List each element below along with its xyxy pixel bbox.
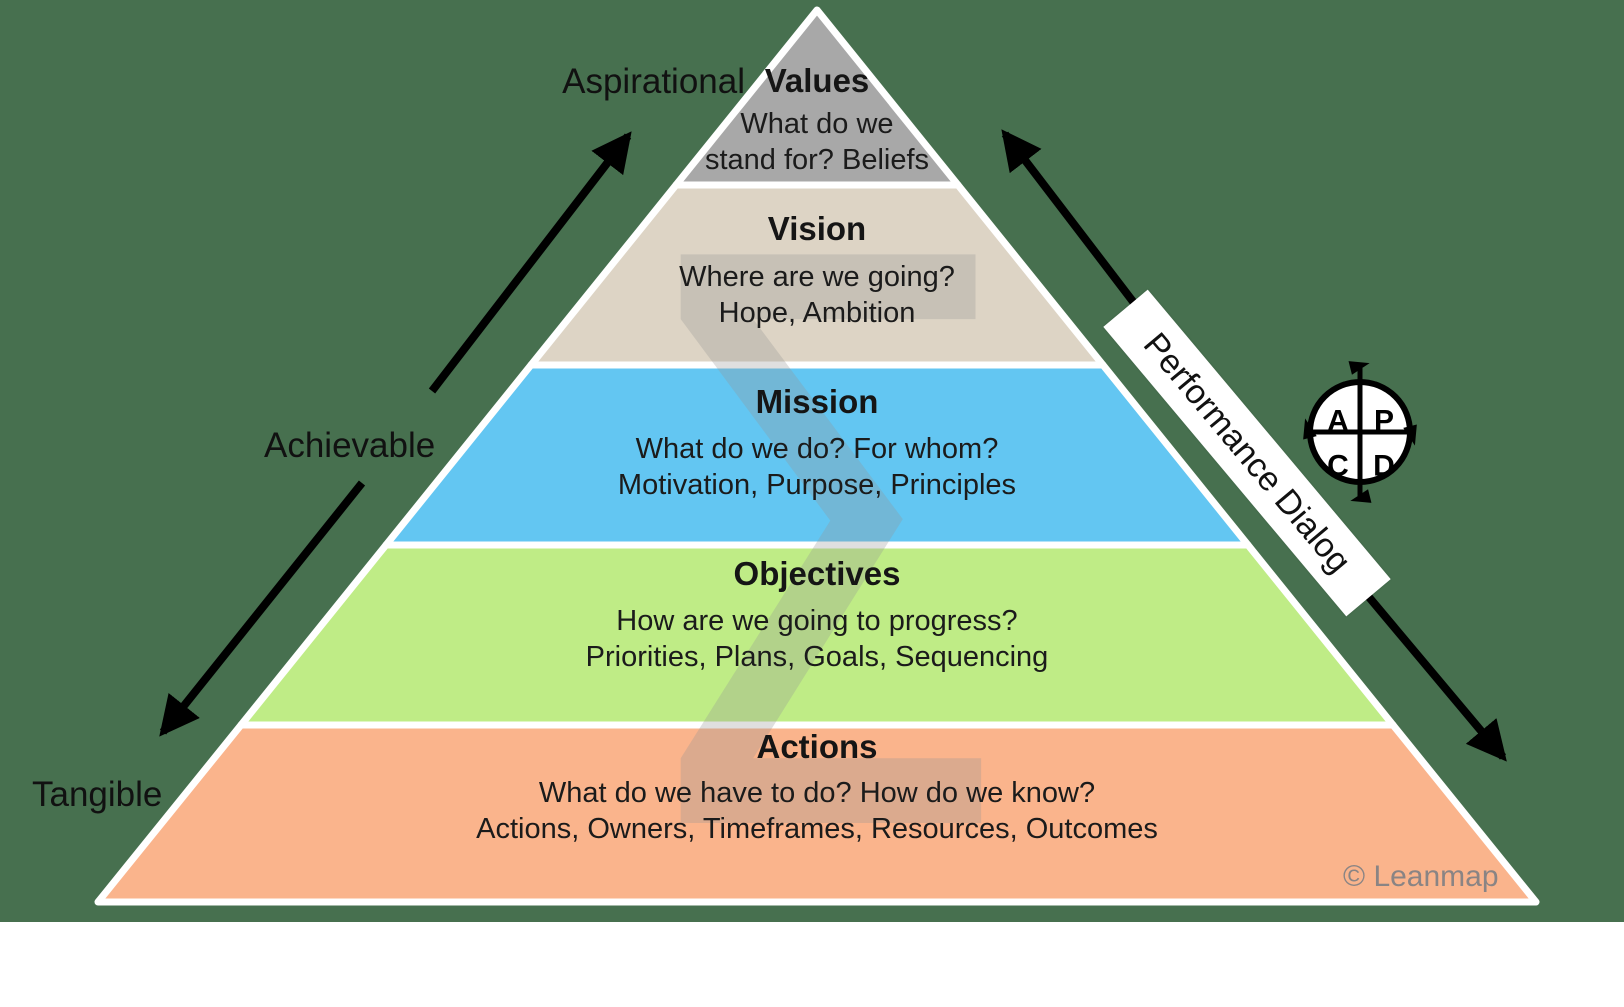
level-actions-shape: [94, 721, 1540, 906]
level-objectives-question: How are we going to progress?: [616, 605, 1018, 637]
level-vision-detail: Hope, Ambition: [718, 297, 916, 329]
pyramid-graphic: A P C D: [0, 0, 1624, 922]
level-values-title: Values: [764, 62, 870, 99]
pdca-letter-p: P: [1374, 405, 1394, 438]
side-label-tangible: Tangible: [32, 775, 163, 814]
level-mission-title: Mission: [755, 383, 879, 420]
level-values-body: What do we stand for? Beliefs: [705, 106, 929, 178]
pdca-arrowhead-left: [1303, 418, 1317, 440]
pdca-letter-a: A: [1327, 405, 1349, 438]
level-objectives-body: How are we going to progress? Priorities…: [586, 603, 1049, 675]
level-mission-question: What do we do? For whom?: [635, 433, 999, 465]
pdca-arrowhead-right: [1403, 424, 1417, 446]
level-actions-body: What do we have to do? How do we know? A…: [476, 775, 1158, 847]
level-values-detail: stand for? Beliefs: [704, 144, 930, 176]
pdca-letter-d: D: [1373, 450, 1395, 483]
pyramid-levels: [94, 6, 1540, 906]
strategy-pyramid-diagram: A P C D Σ Values What do we stand for? B…: [0, 0, 1624, 943]
level-mission-body: What do we do? For whom? Motivation, Pur…: [618, 431, 1016, 503]
side-label-aspirational: Aspirational: [562, 62, 745, 101]
level-actions-title: Actions: [756, 728, 878, 765]
pdca-cycle-icon: A P C D: [1303, 361, 1417, 503]
pdca-letter-c: C: [1327, 450, 1349, 483]
pdca-arrowhead-bottom: [1350, 489, 1372, 503]
level-actions-detail: Actions, Owners, Timeframes, Resources, …: [476, 813, 1158, 845]
level-actions-question: What do we have to do? How do we know?: [538, 777, 1096, 809]
level-objectives-detail: Priorities, Plans, Goals, Sequencing: [585, 641, 1049, 673]
level-vision-body: Where are we going? Hope, Ambition: [679, 259, 955, 331]
copyright-watermark: © Leanmap: [1343, 860, 1499, 893]
level-vision-question: Where are we going?: [679, 261, 955, 293]
level-vision-title: Vision: [767, 210, 867, 247]
level-objectives-title: Objectives: [733, 555, 901, 592]
level-values-question: What do we: [740, 108, 894, 140]
aspiration-axis-arrow: [159, 131, 632, 737]
level-mission-detail: Motivation, Purpose, Principles: [617, 469, 1017, 501]
side-label-achievable: Achievable: [264, 426, 436, 465]
pdca-arrowhead-top: [1348, 361, 1370, 375]
